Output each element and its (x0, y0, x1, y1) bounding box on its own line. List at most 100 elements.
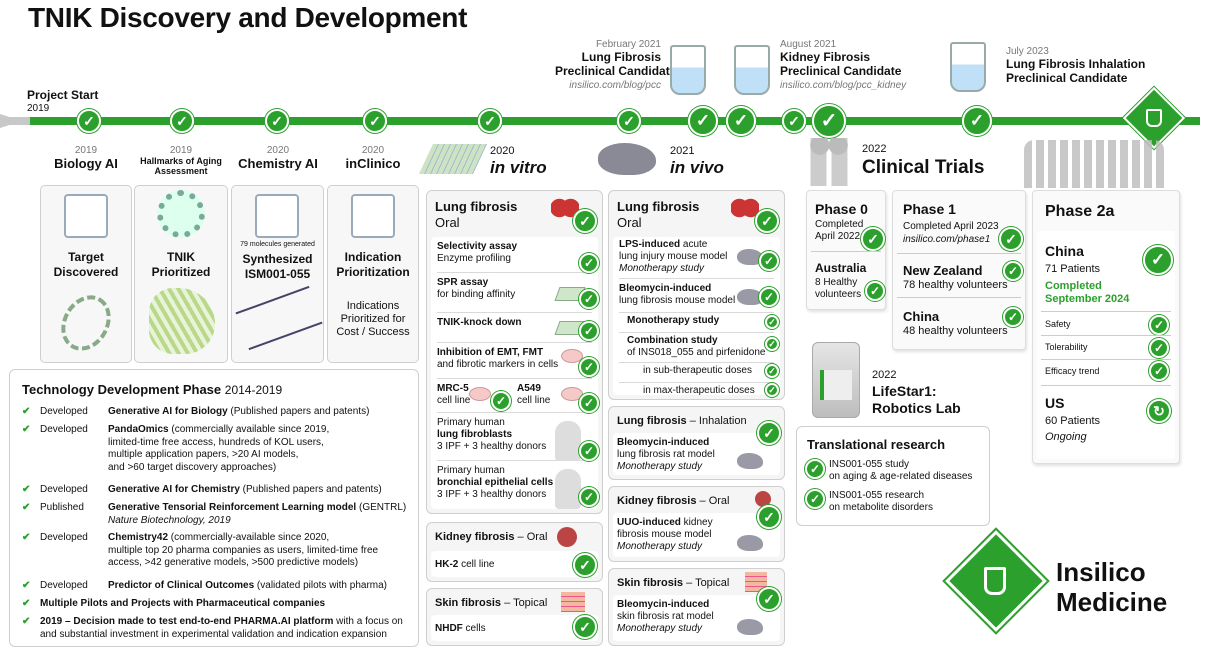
mouse-icon (737, 535, 763, 551)
invivo-year: 2021 (670, 145, 695, 157)
phase-country: China (1045, 243, 1084, 259)
invivo-inhalation-box: Lung fibrosis – Inhalation Bleomycin-ind… (608, 406, 785, 480)
phase-count: 60 Patients (1045, 415, 1101, 427)
milestone-title: Lung Fibrosis Inhalation (1006, 57, 1146, 71)
timeline-start-arrow (0, 114, 22, 128)
tech-status: Developed (40, 532, 88, 543)
ai-card-chemistry: 79 molecules generated Synthesized ISM00… (231, 185, 324, 363)
ai-card-inclinico: Indication Prioritization Indications Pr… (327, 185, 419, 363)
brand-name-2: Medicine (1056, 587, 1168, 617)
lungs-icon (551, 197, 579, 219)
tech-detail-line: multiple application papers, >20 AI mode… (108, 449, 299, 460)
milestone-link[interactable]: insilico.com/blog/pcc (569, 80, 661, 91)
tech-detail-line: multiple top 20 pharma companies as user… (108, 544, 379, 556)
tech-detail: (Published papers and patents) (227, 406, 370, 417)
invitro-row: TNIK-knock down (437, 317, 592, 343)
step-extra: Indications Prioritized for Cost / Succe… (328, 300, 418, 339)
card-route: Oral (617, 215, 642, 230)
flask-icon (1146, 109, 1162, 127)
step-year: 2020 (361, 145, 385, 156)
step-note: 79 molecules generated (240, 241, 315, 248)
tech-detail: with a focus on (333, 616, 403, 627)
card-title: Kidney fibrosis – Oral (435, 531, 548, 543)
step-year: 2019 (169, 145, 193, 156)
check-icon: ✓ (579, 393, 599, 413)
milestone-title: Kidney Fibrosis (780, 50, 871, 64)
check-icon: ✓ (573, 615, 597, 639)
robotics-year: 2022 (872, 369, 897, 381)
milestone-title: Lung Fibrosis (581, 50, 661, 64)
project-start-year: 2019 (27, 103, 50, 114)
phase-name: Phase 1 (903, 201, 956, 217)
checkmark-icon: ✔ (22, 598, 31, 609)
card-title: Skin fibrosis – Topical (617, 577, 730, 589)
tech-detail: (commercially available since 2019, (168, 424, 330, 435)
translational-title: Translational research (807, 437, 946, 452)
tech-name: Generative AI for Chemistry (108, 484, 240, 495)
milestone-subtitle: Preclinical Candidate (555, 64, 677, 78)
check-icon: ✓ (491, 391, 511, 411)
phase-name: Phase 2a (1045, 203, 1115, 220)
phase-link[interactable]: insilico.com/phase1 (903, 234, 991, 245)
check-icon: ✓ (726, 106, 756, 136)
check-icon: ✓ (579, 253, 599, 273)
project-start-label: Project Start (27, 88, 99, 102)
card-title: Skin fibrosis – Topical (435, 597, 548, 609)
kidneys-icon (557, 527, 577, 547)
check-icon: ✓ (865, 281, 885, 301)
phase-country: China (903, 309, 940, 324)
check-icon: ✓ (755, 209, 779, 233)
milestone-date: August 2021 (780, 39, 837, 50)
tech-detail-line: and >60 target discovery approaches) (108, 461, 277, 473)
phase-status: Completed April 2023 (903, 221, 999, 232)
aging-wheel-icon (157, 190, 205, 238)
phase-country: New Zealand (903, 263, 983, 278)
ai-card-biology: Target Discovered (40, 185, 132, 363)
robot-screen-icon (820, 370, 852, 400)
check-icon: ✓ (1149, 361, 1169, 381)
tech-name: Multiple Pilots and Projects with Pharma… (40, 598, 326, 609)
dna-chip-icon (64, 194, 108, 238)
step-result-2: Discovered (53, 265, 119, 279)
checkmark-icon: ✔ (22, 580, 31, 591)
step-result: Indication (344, 250, 402, 264)
timeline-progress (30, 117, 1200, 125)
molecule-structure-icon (235, 285, 323, 351)
card-title: Lung fibrosis (617, 199, 700, 214)
step-year: 2019 (74, 145, 98, 156)
invivo-row: in sub-therapeutic doses (619, 365, 774, 383)
ai-step-chemistry: 2020 Chemistry AI (231, 145, 325, 171)
milestone-date: July 2023 (1006, 46, 1049, 57)
dna-icon (51, 286, 121, 360)
check-icon: ✓ (1003, 261, 1023, 281)
check-icon: ✓ (765, 364, 779, 378)
rat-icon (737, 453, 763, 469)
check-icon: ✓ (962, 106, 992, 136)
check-icon: ✓ (805, 459, 825, 479)
checkmark-icon: ✔ (22, 484, 31, 495)
step-extra-line: Indications (346, 300, 400, 312)
invivo-row: in max-therapeutic doses (643, 385, 755, 396)
step-result-2: Prioritized (151, 265, 211, 279)
endpoint-label: Efficacy trend (1045, 366, 1100, 376)
lungs-icon (731, 197, 759, 219)
technology-development-box: Technology Development Phase 2014-2019 ✔… (9, 369, 419, 647)
step-result: Target (68, 250, 104, 264)
people-icon (806, 138, 852, 186)
phase0-card: Phase 0 Completed April 2022 ✓ Australia… (806, 190, 886, 310)
invitro-label: in vitro (490, 158, 547, 177)
skin-row: NHDF cells (431, 615, 598, 641)
endpoint-label: Safety (1045, 319, 1071, 329)
step-result-2: Prioritization (336, 265, 410, 279)
check-icon: ✓ (759, 251, 779, 271)
cell-dish-icon (469, 387, 491, 401)
check-icon: ✓ (573, 209, 597, 233)
milestone-link[interactable]: insilico.com/blog/pcc_kidney (780, 80, 907, 91)
